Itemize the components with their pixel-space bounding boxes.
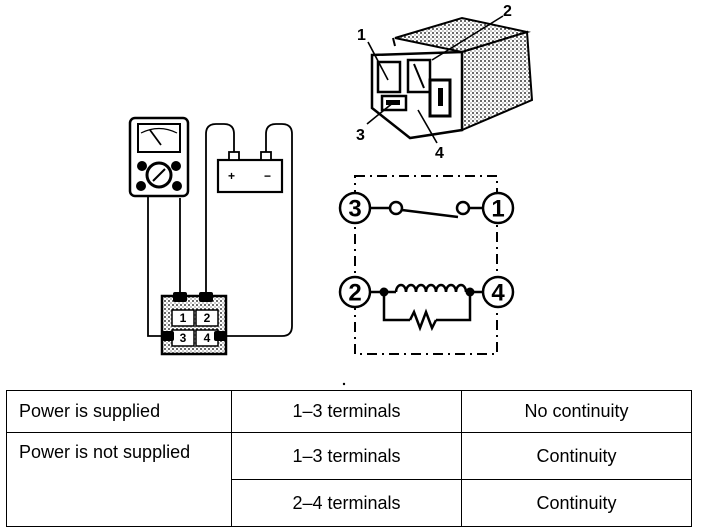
block-pin-3: 3 [180,331,187,345]
relay-schematic: 3 1 2 4 [338,175,515,355]
condition-cell: Power is supplied [6,390,232,433]
block-pin-2: 2 [204,311,211,325]
table-row: 2–4 terminals Continuity [7,479,692,527]
result-cell: No continuity [461,390,692,433]
relay-illustration: 1 2 3 4 [356,3,534,162]
battery-plus: + [228,169,235,183]
resistor-symbol [408,308,438,332]
terminals-cell: 1–3 terminals [231,432,462,480]
table-row: Power is supplied 1–3 terminals No conti… [6,390,692,433]
result-cell: Continuity [461,432,692,480]
table-row: Power is not supplied 1–3 terminals Cont… [6,432,692,527]
terminal-1: 1 [491,196,504,223]
relay-pin-label-4: 4 [435,145,444,162]
terminal-2: 2 [348,280,361,307]
relay-test-block: 1 2 3 4 [160,292,228,356]
block-pin-1: 1 [180,311,187,325]
relay-pin-label-1: 1 [357,27,366,44]
block-pin-4: 4 [204,331,211,345]
battery-minus: − [264,169,271,183]
terminal-4: 4 [491,280,505,307]
condition-cell: Power is not supplied [6,432,232,527]
result-cell: Continuity [461,479,692,527]
relay-test-diagram: 1 2 3 4 3 1 2 4 [128,3,534,386]
terminals-cell: 1–3 terminals [231,390,462,433]
continuity-spec-table: Power is supplied 1–3 terminals No conti… [6,390,692,527]
battery: + − [216,151,284,194]
relay-pin-label-3: 3 [356,127,365,144]
meter-needle [149,129,162,146]
coil-symbol [394,283,468,293]
relay-pin-label-2: 2 [503,3,512,20]
ohmmeter [128,116,190,198]
terminals-cell: 2–4 terminals [231,479,462,527]
terminal-3: 3 [348,196,361,223]
